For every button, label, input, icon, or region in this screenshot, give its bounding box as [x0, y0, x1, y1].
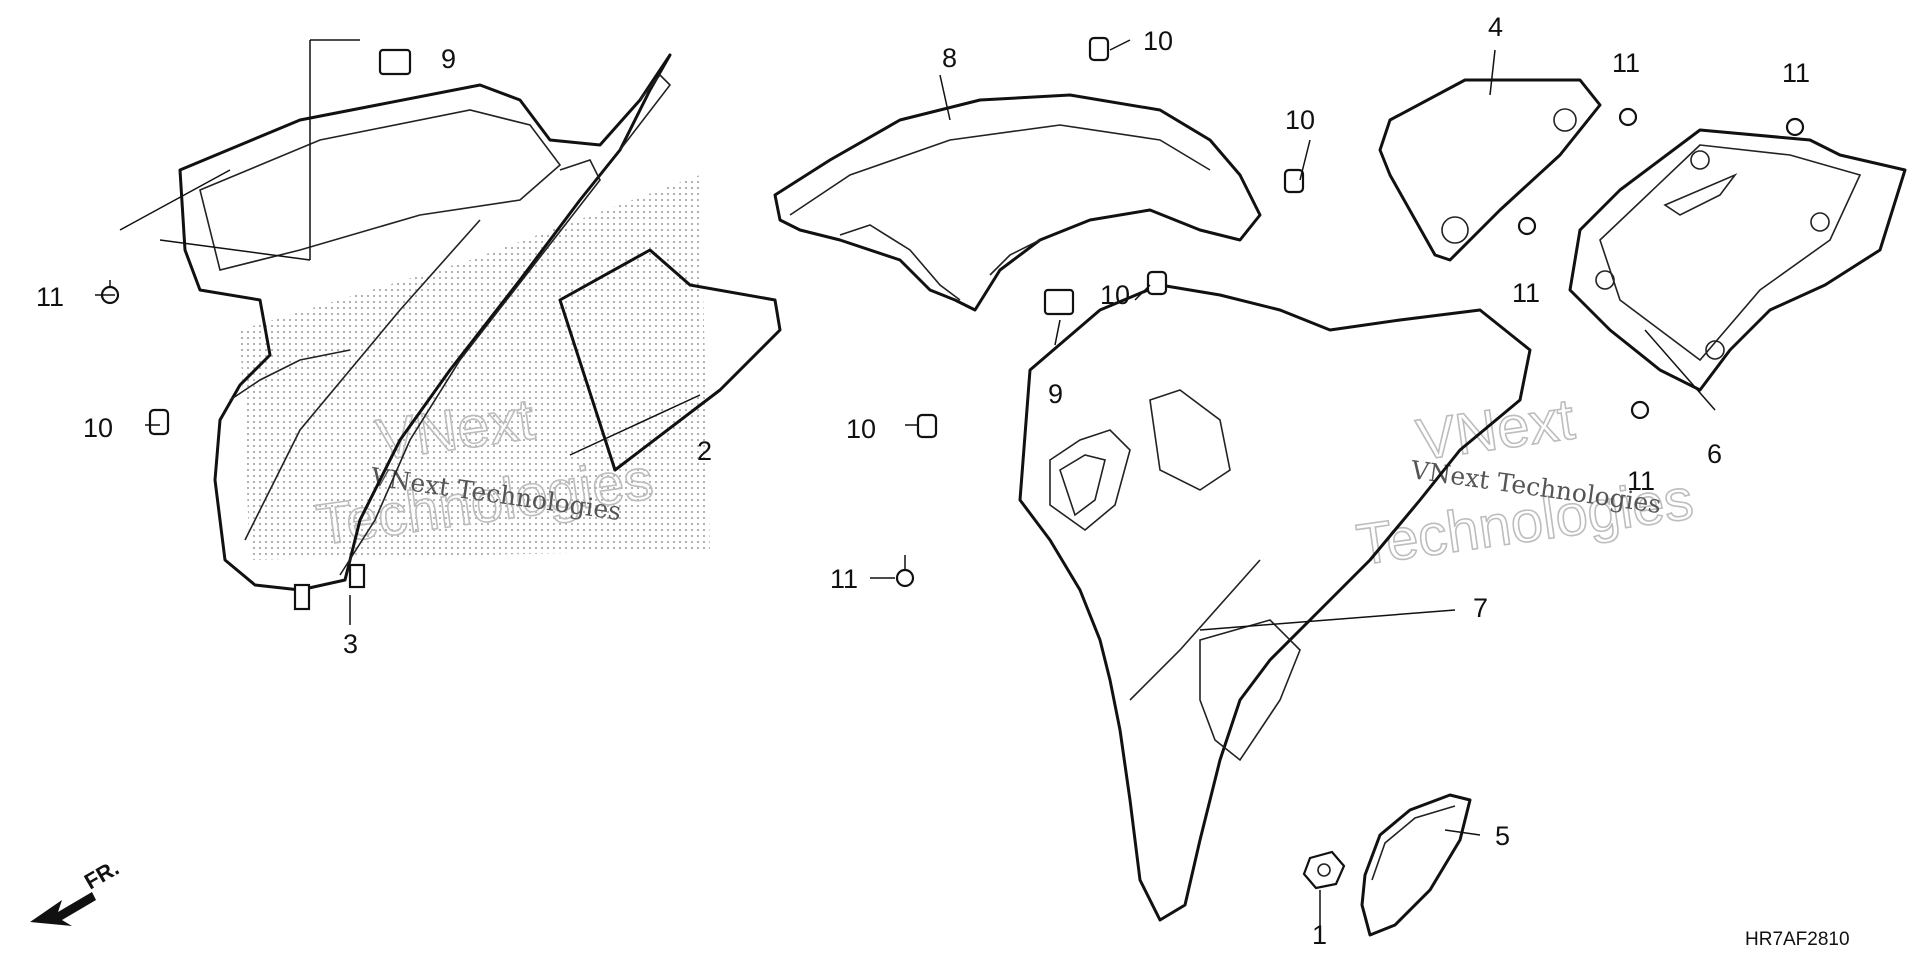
grommet-10a [148, 408, 170, 436]
callout-11d: 11 [1782, 58, 1810, 88]
part-7-lower-side-cover [1018, 283, 1532, 922]
screw-11e [1517, 216, 1537, 236]
callout-9a: 9 [441, 44, 456, 74]
dotted-shading [240, 175, 710, 560]
clip-9a [378, 48, 412, 76]
screw-11b [895, 555, 915, 588]
callout-5: 5 [1495, 821, 1510, 851]
screw-11c [1618, 107, 1638, 127]
part-5-small-cover [1360, 793, 1472, 937]
grommet-10e [916, 413, 938, 439]
leader-lines [95, 39, 1716, 930]
hardware [100, 36, 1805, 588]
callout-3: 3 [343, 629, 358, 659]
part-4-panel [1378, 78, 1602, 262]
part-8-upper-cover [773, 93, 1262, 312]
callout-11a: 11 [36, 282, 64, 312]
part-6-right-panel [1568, 128, 1907, 392]
callout-10e: 10 [846, 414, 876, 444]
callouts: 1 2 3 4 5 6 7 8 9 9 10 10 10 10 10 11 11… [36, 12, 1810, 950]
diagram-code: HR7AF2810 [1745, 929, 1850, 950]
clip-9b [1043, 288, 1075, 316]
callout-7: 7 [1473, 593, 1488, 623]
screw-11f [1630, 400, 1650, 420]
callout-1: 1 [1312, 920, 1327, 950]
callout-11b: 11 [830, 564, 858, 594]
callout-11f: 11 [1627, 466, 1655, 496]
callout-10b: 10 [1143, 26, 1173, 56]
screw-11d [1785, 117, 1805, 137]
part-2-panel [558, 248, 782, 472]
front-arrow-label: FR. [80, 855, 123, 894]
part-1-nut [1302, 850, 1346, 890]
grommet-10d [1146, 270, 1168, 296]
callout-6: 6 [1707, 439, 1722, 469]
front-arrow: FR. [30, 855, 123, 926]
callout-11c: 11 [1612, 48, 1640, 78]
callout-2: 2 [697, 436, 712, 466]
callout-10d: 10 [1100, 280, 1130, 310]
grommet-10c [1283, 168, 1305, 194]
part-3-left-side-cover [178, 53, 672, 611]
callout-10c: 10 [1285, 105, 1315, 135]
callout-10a: 10 [83, 413, 113, 443]
callout-9b: 9 [1048, 379, 1063, 409]
callout-8: 8 [942, 43, 957, 73]
screw-11a [100, 280, 120, 305]
grommet-10b [1088, 36, 1110, 62]
callout-4: 4 [1488, 12, 1503, 42]
callout-11e: 11 [1512, 278, 1540, 308]
